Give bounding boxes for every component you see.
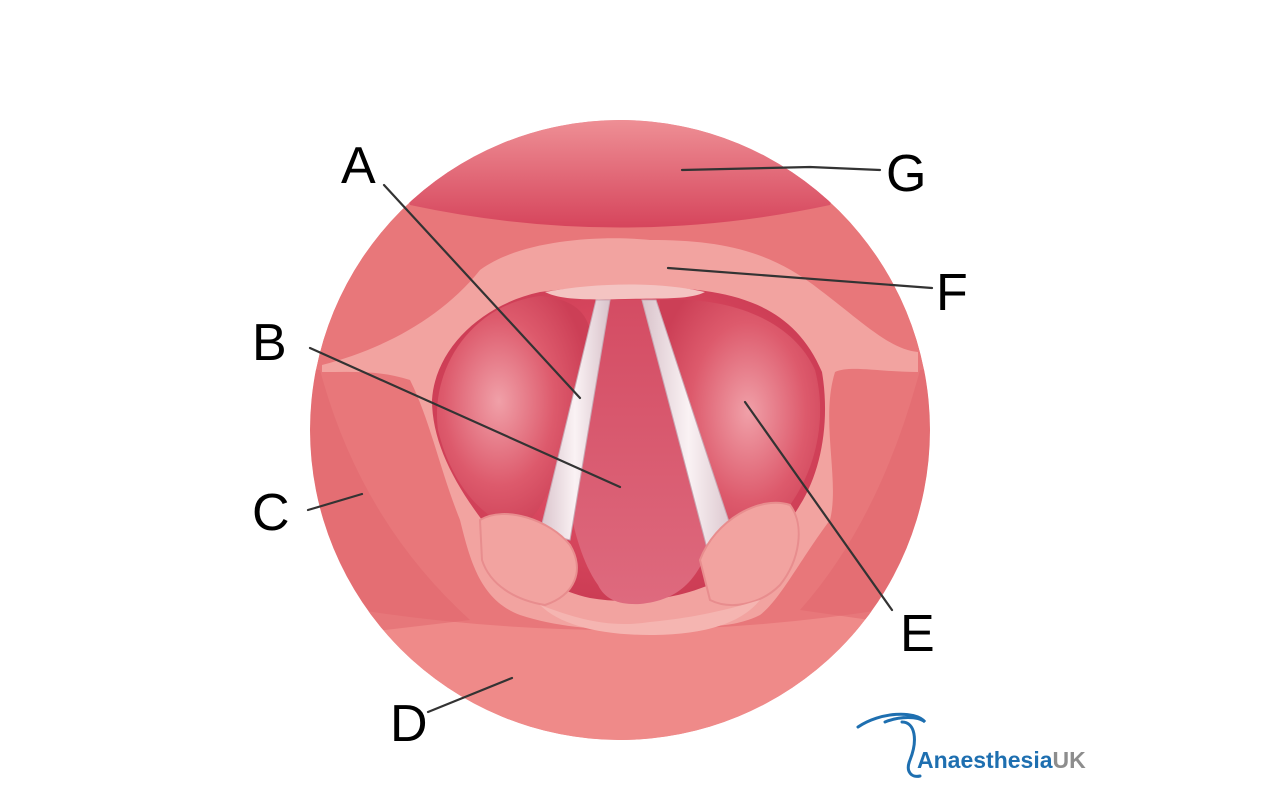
left-arytenoid xyxy=(478,513,578,607)
logo-swoosh-icon xyxy=(856,712,927,778)
label-g: G xyxy=(886,145,926,203)
leader-line-g xyxy=(680,165,882,172)
upper-tissue-band xyxy=(380,120,860,228)
anaesthesiauk-logo: AnaesthesiaUK xyxy=(856,712,1086,778)
label-e: E xyxy=(900,605,935,663)
left-vocal-cord xyxy=(539,299,611,541)
leader-line-d xyxy=(426,676,514,714)
leader-lines xyxy=(306,165,934,714)
right-arytenoid xyxy=(698,501,800,606)
left-vestibular-fold xyxy=(436,296,592,530)
lower-aryepiglottic-fold xyxy=(540,600,760,635)
label-b: B xyxy=(252,314,287,372)
tracheal-opening xyxy=(568,300,715,605)
logo-text: AnaesthesiaUK xyxy=(917,747,1086,773)
leader-line-c xyxy=(306,492,364,512)
leader-line-f xyxy=(666,266,934,290)
label-c: C xyxy=(252,484,290,542)
logo-name: Anaesthesia xyxy=(917,747,1053,773)
label-a: A xyxy=(341,137,376,195)
leader-line-b xyxy=(308,346,622,489)
commissure xyxy=(545,284,705,300)
logo-suffix: UK xyxy=(1053,747,1087,773)
label-f: F xyxy=(936,264,968,322)
label-d: D xyxy=(390,695,428,753)
leader-line-a xyxy=(382,183,582,400)
leader-line-e xyxy=(743,400,894,612)
callout-labels: A B C D E F G xyxy=(252,137,968,753)
